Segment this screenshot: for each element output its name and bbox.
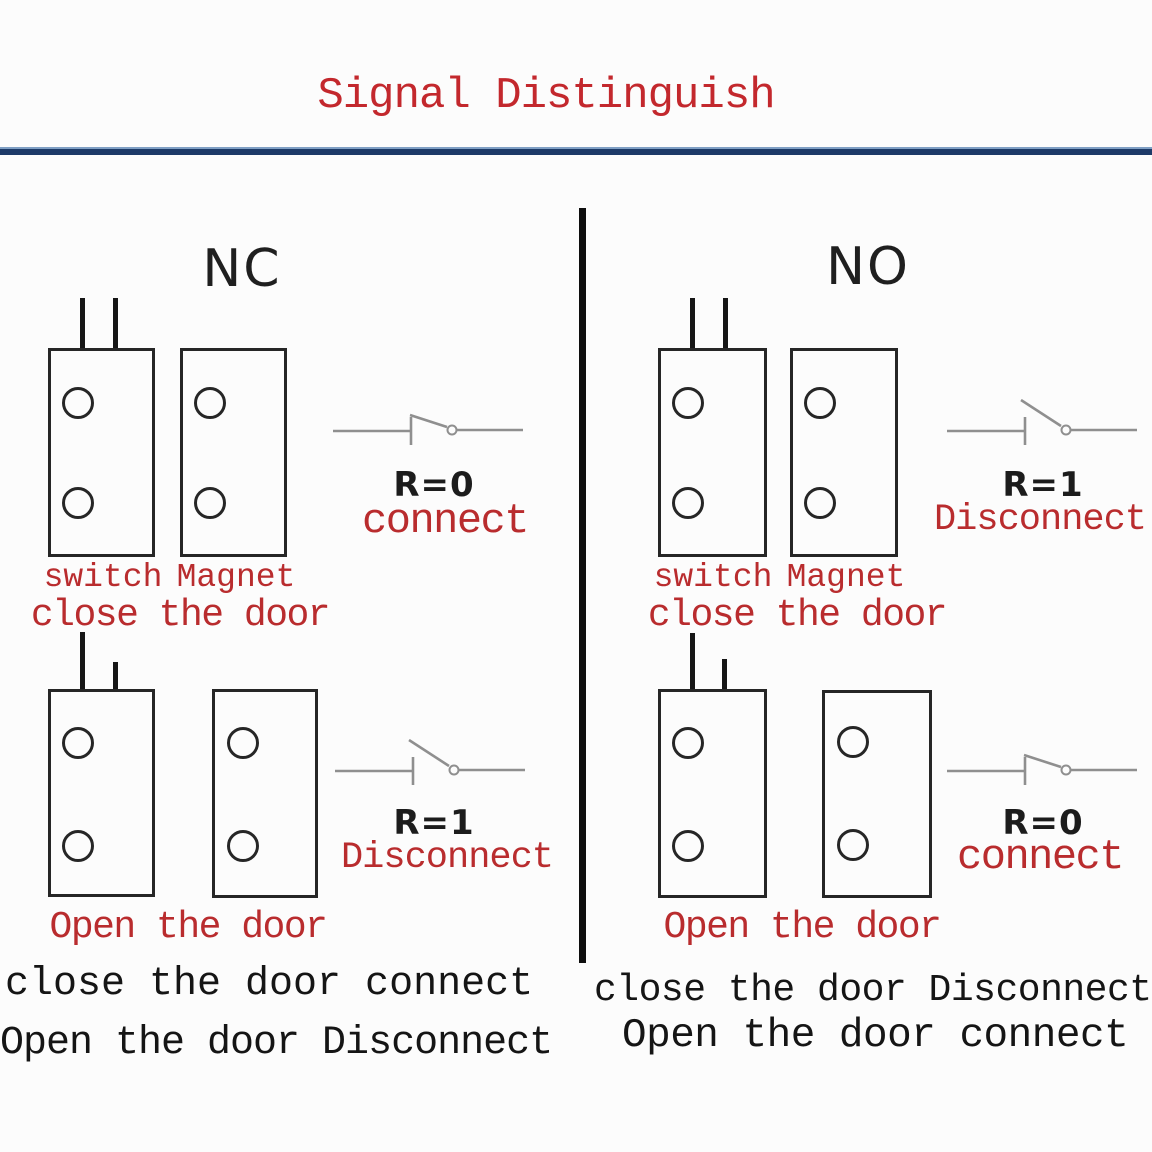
- magnet-body: [180, 348, 287, 557]
- door-state-caption: close the door: [30, 594, 331, 637]
- device-label-magnet: Magnet: [786, 559, 906, 596]
- device-label-magnet: Magnet: [176, 559, 296, 596]
- screw-hole: [194, 387, 226, 419]
- summary-line: Open the door Disconnect: [0, 1021, 553, 1066]
- reed-switch-body: [48, 348, 155, 557]
- wire-lead: [722, 659, 727, 691]
- magnet-body: [212, 689, 318, 898]
- screw-hole: [804, 387, 836, 419]
- screw-hole: [227, 830, 259, 862]
- summary-line: close the door connect: [5, 962, 534, 1007]
- circuit-open-switch-icon: [947, 399, 1137, 445]
- screw-hole: [62, 727, 94, 759]
- screw-hole: [194, 487, 226, 519]
- reed-switch-body: [658, 348, 767, 557]
- page-title: Signal Distinguish: [317, 71, 775, 121]
- screw-hole: [672, 387, 704, 419]
- reed-switch-body: [48, 689, 155, 897]
- circuit-result-label: Disconnect: [933, 499, 1147, 541]
- magnet-body: [822, 690, 932, 898]
- screw-hole: [672, 830, 704, 862]
- wire-lead: [113, 298, 118, 350]
- screw-hole: [672, 487, 704, 519]
- column-label-no: NO: [826, 237, 910, 297]
- resistance-value: R=1: [1002, 465, 1084, 505]
- wire-lead: [690, 633, 695, 691]
- screw-hole: [227, 727, 259, 759]
- device-label-switch: switch: [43, 559, 163, 596]
- door-state-caption: Open the door: [49, 906, 328, 949]
- screw-hole: [672, 727, 704, 759]
- title-underline: [0, 147, 1152, 155]
- resistance-value: R=1: [393, 803, 475, 843]
- wire-lead: [113, 662, 118, 691]
- screw-hole: [62, 487, 94, 519]
- column-label-nc: NC: [202, 239, 282, 299]
- magnet-body: [790, 348, 898, 557]
- summary-line: close the door Disconnect: [594, 969, 1152, 1012]
- wire-lead: [723, 298, 728, 350]
- door-state-caption: Open the door: [663, 906, 942, 949]
- circuit-closed-switch-icon: [947, 753, 1137, 785]
- summary-line: Open the door connect: [622, 1013, 1129, 1059]
- wire-lead: [80, 298, 85, 350]
- circuit-result-label: connect: [957, 833, 1124, 881]
- circuit-result-label: connect: [362, 497, 529, 545]
- circuit-closed-switch-icon: [333, 413, 523, 445]
- screw-hole: [837, 829, 869, 861]
- wire-lead: [690, 298, 695, 350]
- column-divider: [579, 208, 586, 963]
- door-state-caption: close the door: [647, 594, 948, 637]
- circuit-open-switch-icon: [335, 739, 525, 785]
- screw-hole: [804, 487, 836, 519]
- screw-hole: [837, 726, 869, 758]
- resistance-value: R=0: [1002, 803, 1084, 843]
- device-label-switch: switch: [653, 559, 773, 596]
- screw-hole: [62, 830, 94, 862]
- circuit-result-label: Disconnect: [340, 837, 554, 879]
- screw-hole: [62, 387, 94, 419]
- wire-lead: [80, 632, 85, 691]
- reed-switch-body: [658, 689, 767, 898]
- resistance-value: R=0: [393, 465, 475, 505]
